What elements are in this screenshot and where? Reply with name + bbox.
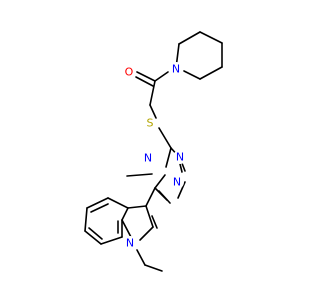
bond bbox=[86, 197, 109, 209]
bond bbox=[100, 236, 123, 245]
bond bbox=[178, 31, 201, 45]
oxygen-atom-label: O bbox=[125, 66, 134, 79]
bond bbox=[84, 230, 102, 245]
triazole-top-nitrogen-atom: N bbox=[173, 150, 187, 164]
bond bbox=[199, 66, 223, 80]
bond bbox=[179, 163, 183, 173]
indole-nitrogen-atom: N bbox=[123, 236, 137, 250]
structure-svg: O N S N N N N bbox=[84, 31, 223, 272]
bond bbox=[149, 104, 157, 119]
bond bbox=[144, 264, 163, 272]
bond bbox=[151, 215, 158, 229]
triazole-methyl-nitrogen-label: N bbox=[144, 152, 152, 165]
bond bbox=[121, 219, 133, 240]
triazole-top-nitrogen-label: N bbox=[176, 151, 184, 164]
bond bbox=[145, 205, 154, 228]
bond bbox=[165, 147, 172, 168]
bond bbox=[139, 226, 154, 241]
bond bbox=[88, 227, 103, 240]
bond bbox=[145, 187, 156, 207]
indole-nitrogen-label: N bbox=[126, 237, 134, 250]
bond bbox=[136, 71, 156, 82]
bond bbox=[154, 174, 166, 189]
bond bbox=[177, 181, 186, 199]
molecule-diagram: O N S N N N N bbox=[84, 31, 223, 272]
triazole-bottom-nitrogen-label: N bbox=[173, 176, 181, 189]
piperidine-nitrogen-label: N bbox=[172, 63, 180, 76]
triazole-methyl-nitrogen-atom: N bbox=[141, 151, 155, 165]
bond bbox=[149, 80, 156, 106]
sulfur-atom: S bbox=[143, 116, 157, 130]
bond bbox=[127, 205, 147, 209]
bond bbox=[183, 70, 201, 80]
atom-labels: O N S N N N N bbox=[122, 62, 187, 250]
bond bbox=[158, 190, 171, 204]
bond bbox=[90, 203, 109, 213]
piperidine-nitrogen-atom: N bbox=[169, 62, 183, 76]
bond bbox=[154, 71, 169, 82]
bond bbox=[199, 31, 223, 44]
bond bbox=[107, 197, 129, 209]
bond bbox=[158, 127, 172, 149]
bond bbox=[126, 173, 153, 177]
bond bbox=[121, 207, 129, 221]
triazole-bottom-nitrogen-atom: N bbox=[170, 175, 184, 189]
oxygen-atom: O bbox=[122, 65, 136, 79]
bond bbox=[136, 249, 146, 266]
bond bbox=[84, 207, 88, 232]
bond bbox=[135, 76, 154, 87]
bonds bbox=[84, 31, 223, 272]
sulfur-atom-label: S bbox=[147, 117, 154, 130]
